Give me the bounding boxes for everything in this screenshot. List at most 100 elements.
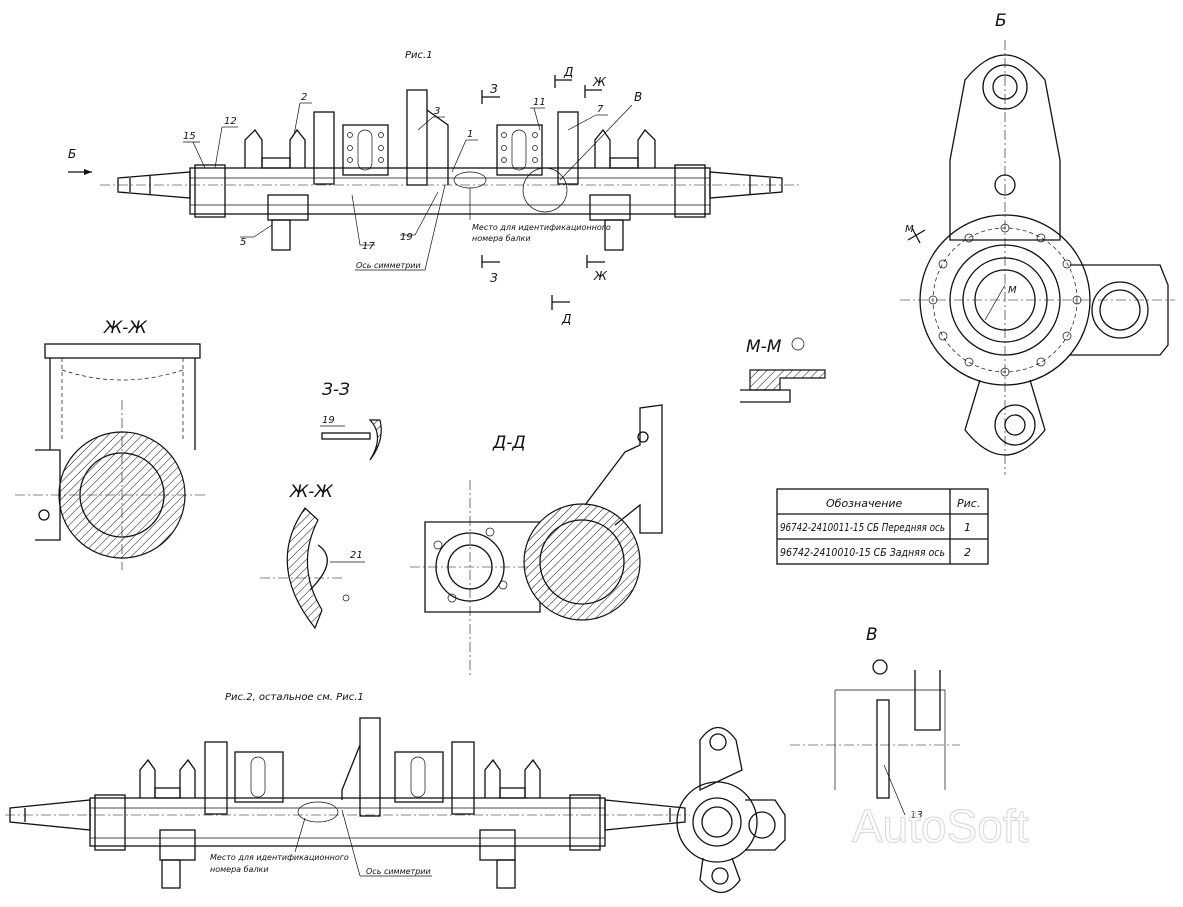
flange-bolt-holes <box>928 223 1082 377</box>
fig2-end-flange <box>676 781 758 863</box>
fig2-right-tube <box>451 741 475 815</box>
right-saddle-bolts <box>501 132 538 163</box>
hub-inner <box>962 257 1048 343</box>
right-tube <box>557 111 579 185</box>
designation-table: Обозначение Рис. 96742-2410011-15 СБ Пер… <box>776 488 989 565</box>
section-d-top: Д <box>563 65 573 79</box>
zhzh-hidden <box>61 358 184 440</box>
flange-outer <box>919 214 1091 386</box>
fig2-end-side-boss <box>745 799 786 851</box>
left-lower-bracket <box>267 194 309 221</box>
fig1-symmetry-label: Ось симметрии <box>356 261 421 270</box>
section-z-bottom: З <box>490 271 498 285</box>
right-lower-bracket <box>589 194 631 221</box>
hub-ring <box>949 244 1061 356</box>
table-frame <box>776 488 989 565</box>
table-row-1-designation: 96742-2410011-15 СБ Передняя ось <box>780 521 945 534</box>
fig2-end-view <box>676 726 786 894</box>
section-zhzh-small: Ж-Ж 21 <box>260 482 365 630</box>
fig2-end-lower-arm <box>699 857 741 894</box>
steering-arm-upper <box>949 54 1061 241</box>
dd-tube-bore <box>539 519 625 605</box>
section-dd: Д-Д <box>410 404 663 675</box>
fig1-section-markers: З З Д Д Ж Ж <box>481 65 608 326</box>
section-zz: З-З 19 <box>320 380 382 461</box>
view-v-callout: 13 <box>910 810 923 821</box>
zhzh-small-point <box>342 594 350 602</box>
dd-flange-plate <box>424 521 541 613</box>
section-m-marker <box>907 227 926 244</box>
fig1-caption: Рис.1 <box>405 50 433 61</box>
left-saddle-plate <box>342 124 389 176</box>
lower-eye <box>994 404 1036 446</box>
fig2-symmetry-label: Ось симметрии <box>366 867 431 876</box>
upper-eye-bore <box>992 74 1018 100</box>
section-zhzh-title: Ж-Ж <box>103 318 147 338</box>
side-boss-ring <box>1091 281 1149 339</box>
zz-wall <box>368 419 382 461</box>
table-header-fig: Рис. <box>957 497 980 510</box>
v-top-hole <box>872 659 888 675</box>
left-tube <box>313 111 335 185</box>
fig2-left-pad <box>154 787 181 799</box>
callout-detail-v: В <box>634 90 642 104</box>
lower-eye-bore <box>1004 414 1026 436</box>
fig1-id-place-1: Место для идентификационного <box>472 223 611 232</box>
side-boss-bore <box>1099 289 1141 331</box>
zhzh-bolt <box>38 509 50 521</box>
id-place-oval <box>453 171 487 189</box>
view-b-knuckle: Б М М <box>900 11 1175 475</box>
dd-bracket <box>584 404 663 534</box>
upper-eye <box>982 64 1028 110</box>
fig1-front-axle: Рис.1 Б <box>68 50 800 326</box>
fig2-left-lower-bracket <box>159 829 196 861</box>
zhzh-side-bracket <box>35 449 61 541</box>
dd-tube-section <box>523 503 641 621</box>
fig2-left-hub <box>94 794 126 851</box>
m-leader-label: М <box>1008 285 1017 296</box>
axle-beam <box>189 167 711 215</box>
zhzh-walls <box>49 358 196 450</box>
v-plate <box>876 699 890 799</box>
right-pad <box>609 157 639 169</box>
fig2-id-place-oval <box>297 801 339 823</box>
callout-3: 3 <box>434 106 440 117</box>
left-pad <box>261 157 291 169</box>
left-spring-bracket <box>244 128 306 168</box>
view-b-title: Б <box>995 11 1007 31</box>
section-m-marker-label: М <box>905 224 914 235</box>
fig2-center-post <box>359 717 381 817</box>
fig2-rear-axle: Рис.2, остальное см. Рис.1 Место для иде… <box>5 692 690 889</box>
right-saddle-plate <box>496 124 543 176</box>
section-zhzh-small-callout: 21 <box>350 550 363 561</box>
m-leader <box>984 284 1006 321</box>
fig2-end-upper-arm <box>699 726 743 792</box>
bolt-circle <box>932 227 1078 373</box>
fig2-id-place-1: Место для идентификационного <box>210 853 349 862</box>
fig2-right-saddle <box>394 751 444 803</box>
zhzh-small-wall <box>286 507 323 630</box>
v-leader <box>883 764 906 816</box>
fig2-right-hub <box>569 794 601 851</box>
spindle-bore <box>974 269 1036 331</box>
zhzh-small-clip <box>309 544 328 591</box>
v-break-lines <box>834 689 946 790</box>
section-zhzh: Ж-Ж <box>15 318 205 570</box>
right-hub-flange <box>674 164 706 218</box>
section-zz-title: З-З <box>322 380 350 400</box>
zz-plate <box>321 432 371 440</box>
section-d-bottom: Д <box>561 312 571 326</box>
view-v-title: В <box>866 625 878 645</box>
steering-arm-lower <box>964 379 1046 456</box>
section-zh-top: Ж <box>592 75 607 89</box>
view-arrow-head <box>84 169 92 175</box>
callout-5: 5 <box>240 237 246 248</box>
left-saddle-bolts <box>347 132 384 163</box>
mm-section-edge <box>740 389 791 403</box>
section-zz-callout: 19 <box>322 415 335 426</box>
zhzh-top-plate <box>44 343 201 359</box>
callout-2: 2 <box>301 92 307 103</box>
right-spring-bracket <box>594 128 656 168</box>
fig2-right-lower-bracket <box>479 829 516 861</box>
